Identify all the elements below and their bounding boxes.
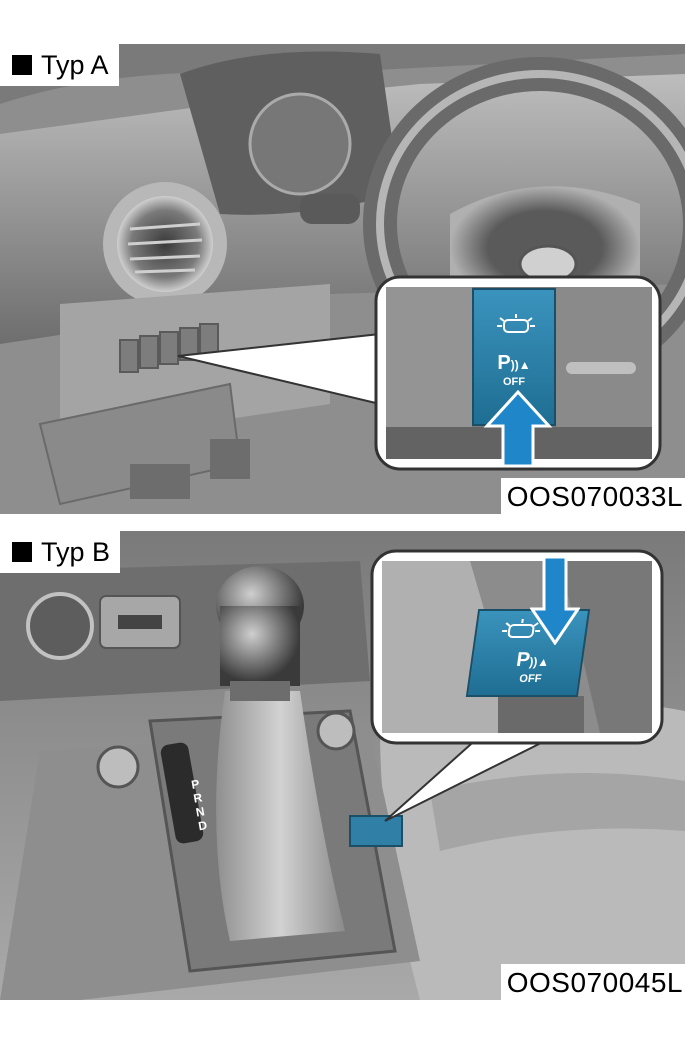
button-p-label: P: [497, 352, 511, 374]
park-assist-icon: [497, 314, 535, 333]
type-label-text: Typ B: [41, 537, 111, 567]
square-icon: [12, 55, 32, 75]
image-code: OOS070045L: [500, 964, 685, 1000]
figure-typ-a: P))▲ OFF Typ A OOS070033L: [0, 44, 685, 514]
console-illustration: [0, 531, 685, 1000]
type-label: Typ A: [0, 44, 119, 86]
type-label: Typ B: [0, 531, 121, 573]
button-off-label: OFF: [518, 673, 543, 685]
square-icon: [12, 542, 32, 562]
arrow-down-icon: [530, 555, 580, 645]
parking-assist-off-button[interactable]: P))▲ OFF: [465, 609, 591, 697]
park-assist-icon: [501, 619, 541, 638]
image-code: OOS070033L: [500, 478, 685, 514]
button-off-label: OFF: [503, 376, 525, 388]
type-label-text: Typ A: [41, 50, 109, 80]
figure-typ-b: P))▲ OFF P R N D Typ B OOS070045L: [0, 531, 685, 1000]
dashboard-illustration: [0, 44, 685, 514]
arrow-up-icon: [483, 390, 553, 468]
parking-assist-off-button[interactable]: P))▲ OFF: [472, 288, 556, 426]
